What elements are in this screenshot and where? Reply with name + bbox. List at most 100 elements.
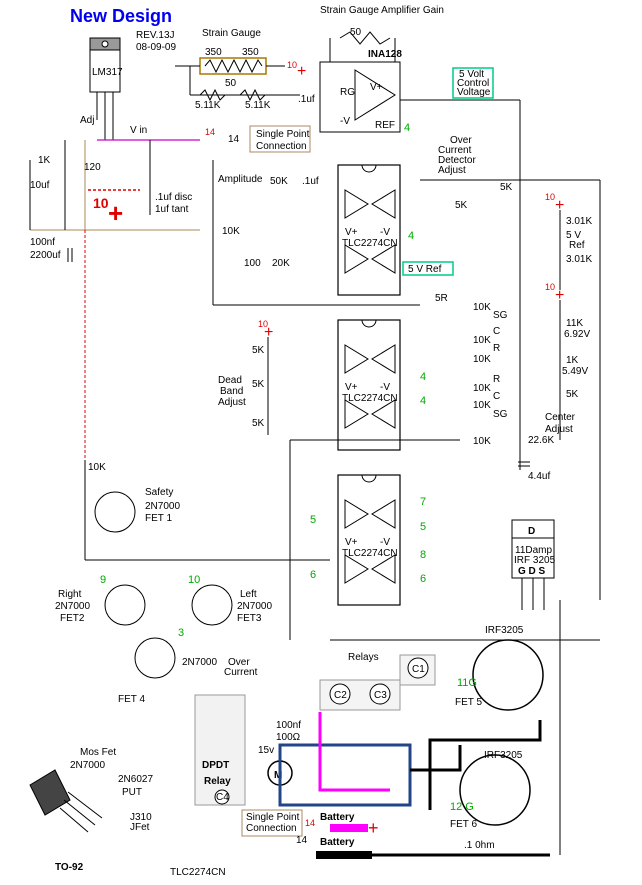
r-100: 100: [244, 258, 261, 269]
chip2-vminus: -V: [380, 382, 390, 393]
r-100ohm: 100Ω: [276, 732, 301, 743]
fet5-label: FET 5: [455, 697, 482, 708]
left-3: FET3: [237, 613, 262, 624]
irf-1: IRF3205: [485, 625, 524, 636]
wires: [84, 160, 601, 855]
r-10k-3: 10K: [473, 354, 491, 365]
chip1-vplus: V+: [345, 227, 358, 238]
power-section: 14 14 Single Point Connection 10uf 1K 12…: [29, 125, 311, 460]
put-part: 2N6027: [118, 774, 153, 785]
r-350a: 350: [205, 47, 222, 58]
single-point-1: Single Point: [256, 129, 310, 140]
c3-pin5: 5: [420, 521, 426, 533]
plus-div: +: [555, 287, 564, 304]
r-5k-db1: 5K: [252, 345, 265, 356]
safety-2: 2N7000: [145, 501, 180, 512]
date: 08-09-09: [136, 42, 176, 53]
r-1kb: 1K: [566, 355, 579, 366]
c4-label: C4: [216, 792, 229, 803]
chip1-label: TLC2274CN: [342, 238, 398, 249]
r-10k-6: 10K: [473, 436, 491, 447]
battery-plus: +: [368, 818, 379, 838]
safety-fet-1: 10K Safety 2N7000 FET 1: [88, 462, 180, 533]
battery-cell-1: [330, 824, 368, 832]
thick-wire-1: [428, 720, 542, 810]
amplitude-label: Amplitude: [218, 174, 263, 185]
thick-wire-2: [410, 745, 462, 772]
motor-m: M: [274, 770, 282, 781]
relays-section: Relays C2 C3 C1 100nf 100Ω: [276, 652, 436, 743]
single-point-2: Connection: [256, 141, 307, 152]
c3-lpin6: 6: [310, 569, 316, 581]
tlc2274-chip-3: V+ -V TLC2274CN 7 5 8 6 5 6: [310, 474, 426, 606]
dpdt-relay: DPDT Relay C4 15v M: [194, 694, 293, 806]
ina-vminus: -V: [340, 116, 350, 127]
r-50-gain: 50: [350, 27, 362, 38]
dead-band-section: 10 + 5K 5K 5K Dead Band Adjust: [218, 319, 273, 435]
oc-2: Current: [438, 145, 472, 156]
r-11k: 11K: [566, 318, 583, 329]
chip1-pin4: 4: [408, 230, 414, 242]
cap-tant: 1uf tant: [155, 204, 189, 215]
fet4-label: FET 4: [118, 694, 145, 705]
c3-pin7: 7: [420, 496, 426, 508]
cap-1uf: .1uf: [298, 94, 315, 105]
irf-box-2: IRF 3205: [514, 555, 556, 566]
mosfet-label: Mos Fet: [80, 747, 116, 758]
chip2-label: TLC2274CN: [342, 393, 398, 404]
feedback-resistors: 5R 10K SG C 10K R 10K R 10K C 10K SG 10K…: [435, 293, 554, 482]
ina128-amplifier: Strain Gauge Amplifier Gain 50 INA128 V+…: [319, 5, 521, 470]
pin-10-db: 10: [258, 319, 268, 329]
pin-10-sg: 10: [287, 60, 297, 70]
c-1: C: [493, 326, 500, 337]
chip2-vplus: V+: [345, 382, 358, 393]
c3-pin6: 6: [420, 573, 426, 585]
c-2: C: [493, 391, 500, 402]
cap-1uf2: .1uf: [302, 176, 319, 187]
safety-1: Safety: [145, 487, 173, 498]
to92-label: TO-92: [55, 862, 84, 873]
dpdt-1: DPDT: [202, 760, 229, 771]
irf-box-d: D: [528, 526, 535, 537]
sg-2: SG: [493, 409, 508, 420]
adj-label: Adj: [80, 115, 94, 126]
ref-word: Ref: [569, 240, 585, 251]
r-226k: 22.6K: [528, 435, 554, 446]
lm317-regulator: LM317 Adj V in: [80, 37, 147, 140]
cap-2200: 2200uf: [30, 250, 61, 261]
left-1: Left: [240, 589, 257, 600]
pin14-bat: 14: [305, 818, 315, 828]
r-5k-oc: 5K: [455, 200, 468, 211]
over-current-detector: Over Current Detector Adjust 5K 5K: [438, 135, 513, 211]
ohm-label: .1 0hm: [464, 840, 495, 851]
r-10k-safety: 10K: [88, 462, 106, 473]
chip1-vminus: -V: [380, 227, 390, 238]
oc-4: Adjust: [438, 165, 466, 176]
strain-gauge-label: Strain Gauge: [202, 28, 261, 39]
fet-6: IRF3205 12 G FET 6: [450, 750, 531, 830]
amp-gain-label: Strain Gauge Amplifier Gain: [320, 5, 444, 16]
ref-divider: 10 + 3.01K 5 V Ref 3.01K 10 + 11K 6.92V …: [545, 192, 592, 440]
r-5kc: 5K: [566, 389, 579, 400]
relays-label: Relays: [348, 652, 379, 663]
c-44u: 4.4uf: [528, 471, 550, 482]
dead-2: Band: [220, 386, 243, 397]
ina-rg: RG: [340, 87, 355, 98]
irf-package-box: D 11Damp IRF 3205 G D S: [511, 519, 556, 610]
vin-label: V in: [130, 125, 147, 136]
r-511a: 5.11K: [195, 100, 221, 111]
big-plus: +: [108, 198, 123, 228]
r-50k: 50K: [270, 176, 288, 187]
oc-lbl-2: Current: [224, 667, 258, 678]
v-549: 5.49V: [562, 366, 588, 377]
plus-ref: +: [555, 197, 564, 214]
cap-disc: .1uf disc: [155, 192, 192, 203]
ina-vplus: V+: [370, 82, 383, 93]
v-692: 6.92V: [564, 329, 590, 340]
c1-label: C1: [412, 664, 425, 675]
ina-pin4: 4: [404, 122, 410, 134]
r-10k-4: 10K: [473, 383, 491, 394]
r-301b: 3.01K: [566, 254, 592, 265]
right-1: Right: [58, 589, 82, 600]
